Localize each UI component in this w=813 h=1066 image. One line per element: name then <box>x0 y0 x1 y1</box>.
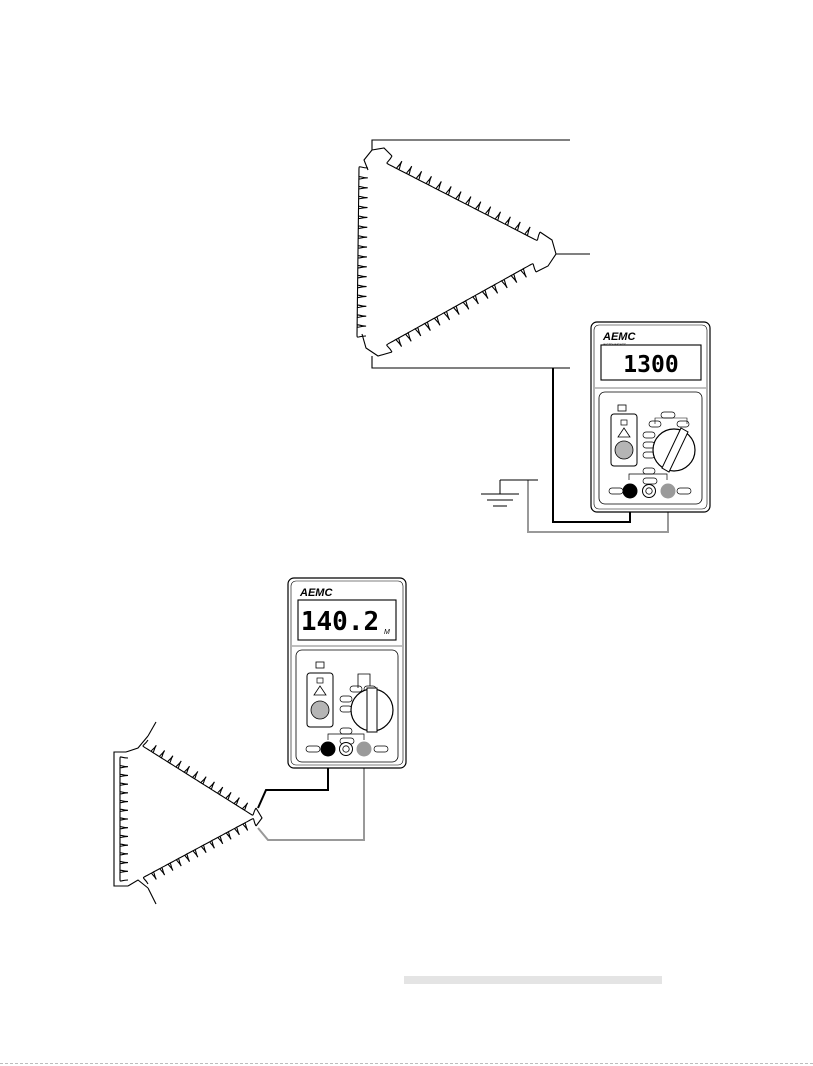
footer-bar <box>404 976 662 984</box>
winding-joint-top <box>364 148 392 170</box>
phase-lead-3 <box>372 356 570 368</box>
test-button[interactable] <box>311 701 329 719</box>
terminal-label-right <box>677 488 691 494</box>
coil-winding-icon <box>120 757 128 881</box>
coil-winding-icon <box>357 167 368 337</box>
test-button[interactable] <box>615 441 633 459</box>
lcd-reading: 1300 <box>623 352 678 378</box>
coil-winding-icon <box>387 264 536 352</box>
terminal-jack-negative[interactable] <box>321 742 336 757</box>
phase-lead-bottom <box>148 888 156 904</box>
lcd-reading: 140.2 <box>301 607 379 637</box>
page-bottom-rule <box>0 1063 813 1064</box>
ground-symbol-icon <box>481 480 519 506</box>
winding-joint-right <box>536 232 556 272</box>
terminal-jack-negative[interactable] <box>623 484 638 499</box>
coil-winding-icon <box>143 819 256 884</box>
winding-joint-right <box>256 808 262 826</box>
top-megohmmeter: AEMC INSTRUMENTS 1300 <box>591 322 710 512</box>
winding-joint-left-bottom <box>128 880 148 888</box>
bottom-megohmmeter: AEMC INSTRUMENTS 140.2 M <box>288 578 406 768</box>
bottom-delta-winding <box>114 722 262 904</box>
terminal-label-center <box>643 478 657 484</box>
brand-logo: AEMC <box>602 331 636 343</box>
dial-pointer <box>367 688 377 732</box>
terminal-jack-positive[interactable] <box>661 484 676 499</box>
lcd-unit: M <box>384 629 390 636</box>
phase-lead-top <box>148 722 156 736</box>
brand-logo: AEMC <box>299 587 333 599</box>
terminal-label-left <box>609 488 623 494</box>
coil-winding-icon <box>143 740 256 815</box>
winding-joint-bottom <box>362 334 392 356</box>
phase-lead-1 <box>372 140 570 150</box>
terminal-label-left <box>306 746 320 752</box>
terminal-jack-positive[interactable] <box>357 742 372 757</box>
terminal-jack-guard-inner <box>343 746 349 752</box>
terminal-label-right <box>374 746 388 752</box>
terminal-jack-guard-inner <box>646 488 652 494</box>
top-delta-winding <box>357 140 590 368</box>
coil-winding-icon <box>387 156 540 240</box>
